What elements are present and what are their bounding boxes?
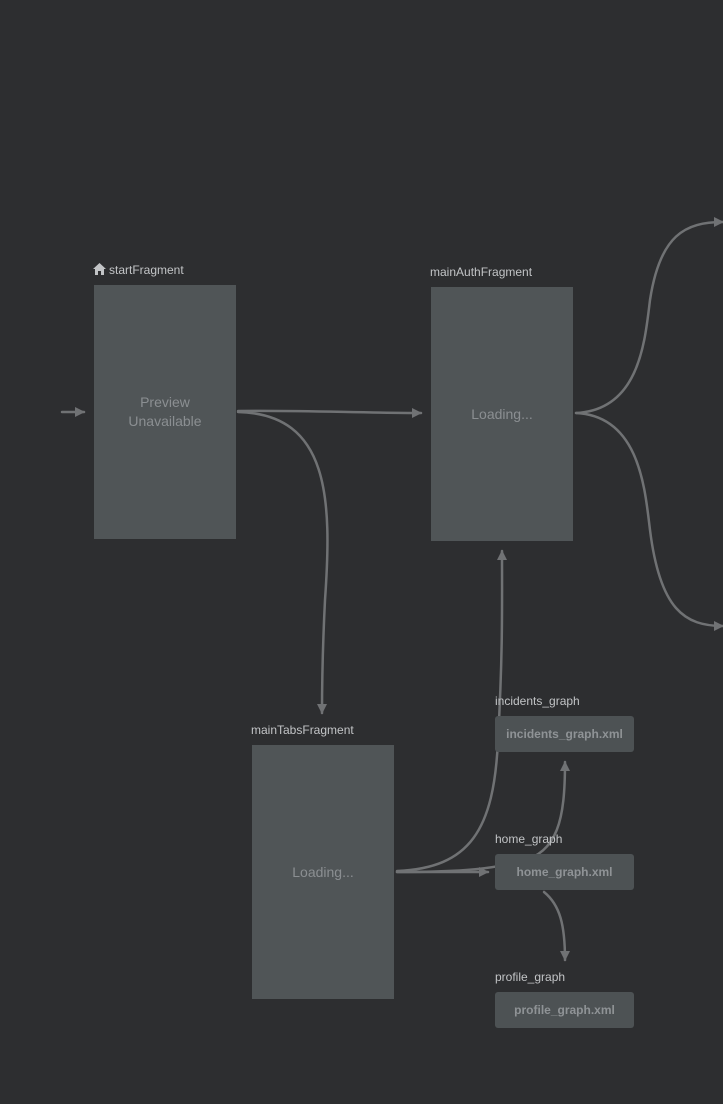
incidents-graph-file: incidents_graph.xml xyxy=(506,727,623,741)
incidents-graph-label: incidents_graph xyxy=(495,694,580,708)
home-graph-label: home_graph xyxy=(495,832,563,846)
start-fragment-label: startFragment xyxy=(93,263,184,277)
action-main-auth-to-offscreen-bottom[interactable] xyxy=(574,411,723,631)
main-auth-fragment-node[interactable]: Loading... xyxy=(431,287,573,541)
incidents-graph-node[interactable]: incidents_graph.xml xyxy=(495,716,634,752)
main-auth-fragment-preview: Loading... xyxy=(471,405,533,422)
action-home-graph-to-profile-graph[interactable] xyxy=(542,890,570,962)
main-tabs-fragment-label: mainTabsFragment xyxy=(251,723,354,737)
start-fragment-preview: Preview Unavailable xyxy=(115,393,215,431)
profile-graph-file: profile_graph.xml xyxy=(514,1003,615,1017)
main-tabs-fragment-node[interactable]: Loading... xyxy=(252,745,394,999)
start-fragment-name: startFragment xyxy=(109,263,184,277)
action-main-tabs-to-main-auth[interactable] xyxy=(395,549,508,873)
start-fragment-node[interactable]: Preview Unavailable xyxy=(94,285,236,539)
profile-graph-label: profile_graph xyxy=(495,970,566,984)
home-icon xyxy=(93,263,106,275)
profile-graph-node[interactable]: profile_graph.xml xyxy=(495,992,634,1028)
main-tabs-fragment-preview: Loading... xyxy=(292,863,354,880)
action-start-to-main-auth[interactable] xyxy=(236,407,423,418)
home-graph-file: home_graph.xml xyxy=(516,865,613,879)
main-auth-fragment-label: mainAuthFragment xyxy=(430,265,533,279)
home-graph-node[interactable]: home_graph.xml xyxy=(495,854,634,890)
action-start-to-main-tabs[interactable] xyxy=(236,410,329,715)
action-main-auth-to-offscreen-top[interactable] xyxy=(574,217,723,415)
preview-line-1: Preview xyxy=(140,394,190,410)
preview-line-2: Unavailable xyxy=(128,413,202,429)
